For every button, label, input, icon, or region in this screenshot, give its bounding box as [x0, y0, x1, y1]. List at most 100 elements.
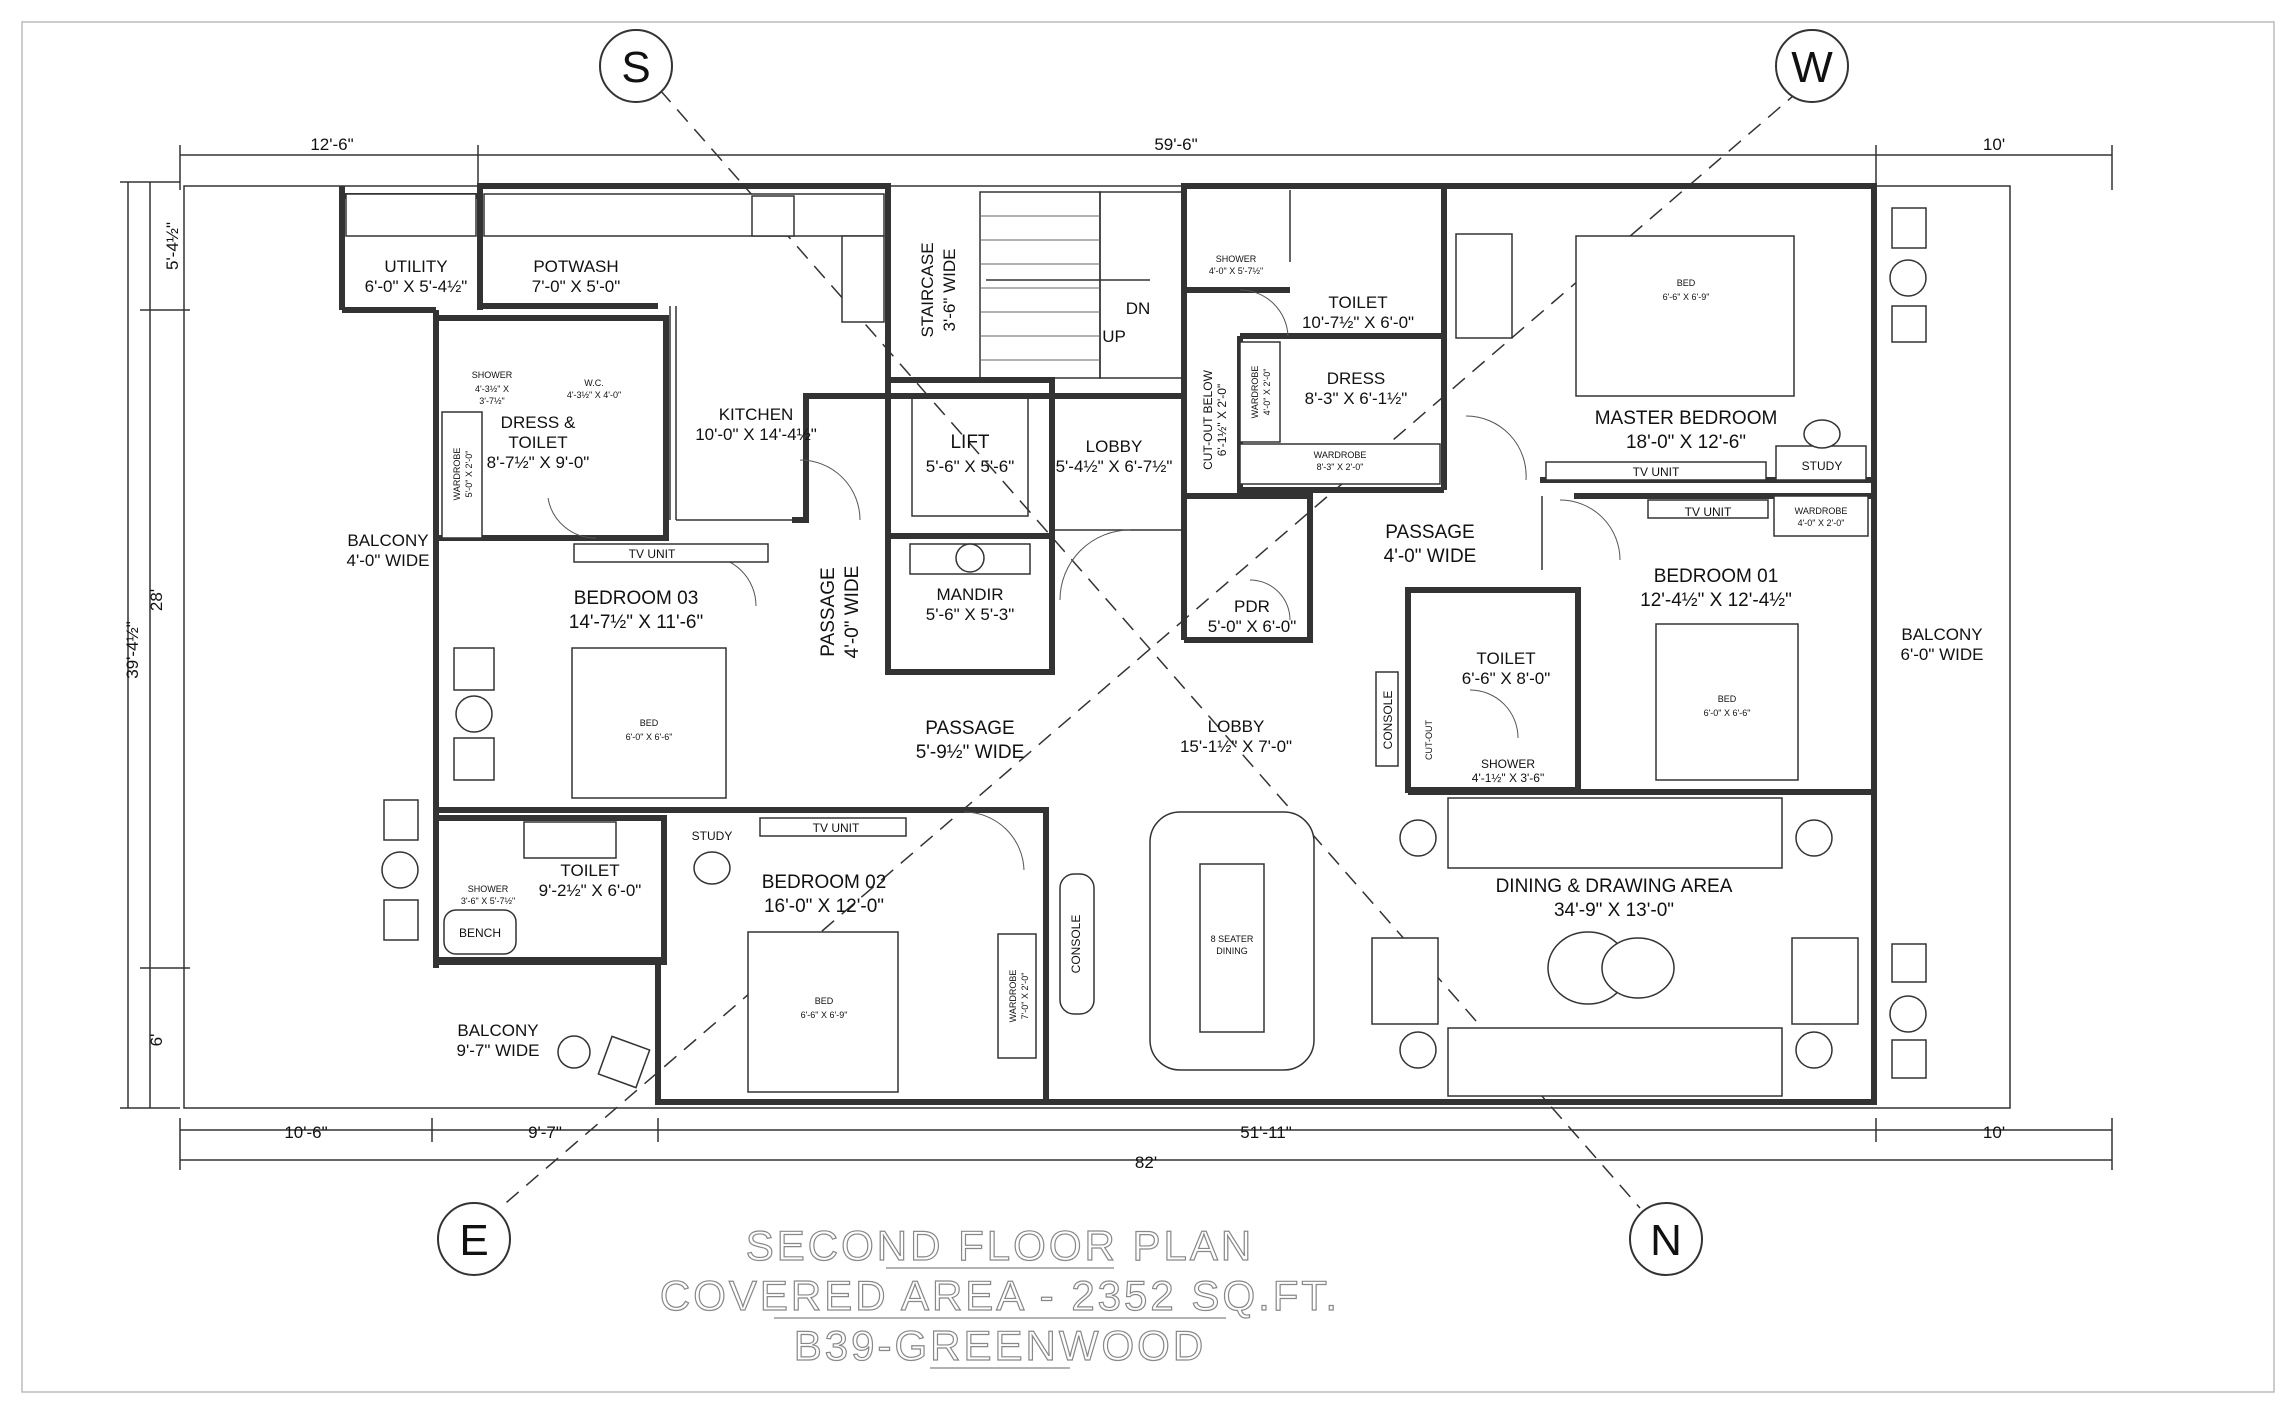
compass-south-label: S	[621, 43, 650, 92]
wardrobe-label-b2: WARDROBE	[1008, 970, 1018, 1023]
staircase-treads	[979, 191, 1185, 379]
pdr-name: PDR	[1234, 597, 1270, 616]
console-label-b2: CONSOLE	[1069, 915, 1083, 974]
sofa-bottom-icon	[1447, 1027, 1783, 1097]
bed01-size: 6'-0" X 6'-6"	[1704, 708, 1751, 718]
wardrobe-size-dt: 5'-0" X 2'-0"	[464, 451, 474, 498]
dim-bottom-c: 51'-11"	[1240, 1123, 1292, 1142]
kitchen-name: KITCHEN	[719, 405, 794, 424]
dim-left-middle: 28'	[147, 589, 166, 611]
dim-top-left: 12'-6"	[310, 135, 353, 154]
passage-right-size: 4'-0" WIDE	[1384, 546, 1477, 567]
compass-east-label: E	[459, 1216, 488, 1265]
staircase-dn: DN	[1126, 299, 1151, 318]
plot-outline	[183, 185, 2011, 1109]
master-bed-label: BED	[1677, 278, 1696, 288]
master-bedroom-size: 18'-0" X 12'-6"	[1626, 432, 1746, 453]
shower-dt-size1: 4'-3½" X	[475, 384, 509, 394]
tv-unit-label-b3: TV UNIT	[629, 547, 676, 561]
bed01-label: BED	[1718, 694, 1737, 704]
bedroom01-name: BEDROOM 01	[1654, 566, 1779, 587]
dress-toilet-size: 8'-7½" X 9'-0"	[487, 453, 590, 472]
balcony-left-name: BALCONY	[347, 531, 428, 550]
wardrobe-size-dress-v: 4'-0" X 2'-0"	[1262, 369, 1272, 416]
toilet-top-size: 10'-7½" X 6'-0"	[1302, 313, 1414, 332]
potwash-size: 7'-0" X 5'-0"	[532, 277, 621, 296]
study-label-master: STUDY	[1802, 459, 1843, 473]
toilet-b2-name: TOILET	[560, 861, 619, 880]
dimension-lines	[120, 145, 2113, 1170]
balcony-bottom-name: BALCONY	[457, 1021, 538, 1040]
compass-line-s-n	[659, 89, 1641, 1209]
potwash-name: POTWASH	[533, 257, 618, 276]
staircase-name: STAIRCASE	[918, 242, 937, 337]
balcony-right-size: 6'-0" WIDE	[1901, 645, 1984, 664]
wc-name: W.C.	[584, 378, 604, 388]
compass-north-label: N	[1650, 1216, 1682, 1265]
passage-vertical-size: 4'-0" WIDE	[842, 566, 863, 659]
console-label-b1: CONSOLE	[1381, 691, 1395, 750]
dress-size: 8'-3" X 6'-1½"	[1305, 389, 1408, 408]
sofa-top-icon	[1447, 797, 1783, 869]
cutout-top-name: CUT-OUT BELOW	[1201, 369, 1215, 469]
mandir-name: MANDIR	[936, 585, 1003, 604]
lobby-center-name: LOBBY	[1208, 717, 1265, 736]
dim-bottom-d: 10'	[1983, 1123, 2005, 1142]
title-line1: SECOND FLOOR PLAN	[746, 1222, 1254, 1269]
bedroom02-name: BEDROOM 02	[762, 872, 887, 893]
passage-right-name: PASSAGE	[1385, 522, 1474, 543]
bedroom03-size: 14'-7½" X 11'-6"	[569, 612, 703, 633]
sheet-border	[21, 21, 2275, 1393]
title-line2: COVERED AREA - 2352 SQ.FT.	[660, 1272, 1340, 1319]
title-line3: B39-GREENWOOD	[794, 1322, 1206, 1369]
kitchen-size: 10'-0" X 14'-4½"	[695, 425, 817, 444]
passage-center-name: PASSAGE	[925, 718, 1014, 739]
staircase-up: UP	[1102, 327, 1126, 346]
furniture-labels: TV UNIT TV UNIT TV UNIT TV UNIT STUDY ST…	[452, 366, 1847, 1023]
staircase-size: 3'-6" WIDE	[940, 249, 959, 332]
dining-table-label2: DINING	[1216, 946, 1248, 956]
tv-unit-label-b2: TV UNIT	[813, 821, 860, 835]
shower-dt-name: SHOWER	[472, 370, 513, 380]
mandir-size: 5'-6" X 5'-3"	[926, 605, 1015, 624]
dress-toilet-name2: TOILET	[508, 433, 567, 452]
balcony-right-name: BALCONY	[1901, 625, 1982, 644]
wardrobe-size-dress-h: 8'-3" X 2'-0"	[1317, 462, 1364, 472]
dim-top-right: 10'	[1983, 135, 2005, 154]
dining-size: 34'-9" X 13'-0"	[1554, 900, 1674, 921]
passage-vertical-name: PASSAGE	[818, 567, 839, 656]
dining-table-label1: 8 SEATER	[1211, 934, 1254, 944]
wardrobe-size-b1: 4'-0" X 2'-0"	[1798, 518, 1845, 528]
wc-size: 4'-3½" X 4'-0"	[567, 390, 621, 400]
master-bed-size: 6'-6" X 6'-9"	[1663, 292, 1710, 302]
dress-name: DRESS	[1327, 369, 1386, 388]
lift-size: 5'-6" X 5'-6"	[926, 457, 1015, 476]
dim-top-middle: 59'-6"	[1154, 135, 1197, 154]
wardrobe-label-dress-h: WARDROBE	[1314, 450, 1367, 460]
study-label-b2: STUDY	[692, 829, 733, 843]
dim-bottom-total: 82'	[1135, 1153, 1157, 1172]
tv-unit-label-b1: TV UNIT	[1685, 505, 1732, 519]
bench-label: BENCH	[459, 926, 501, 940]
bed02-size: 6'-6" X 6'-9"	[801, 1010, 848, 1020]
bed-02-icon	[747, 931, 899, 1093]
bed-03-icon	[571, 647, 727, 799]
balcony-bottom-size: 9'-7" WIDE	[457, 1041, 540, 1060]
bed-01-icon	[1655, 623, 1799, 781]
compass-west: W	[1775, 29, 1849, 103]
dining-name: DINING & DRAWING AREA	[1496, 876, 1733, 897]
toilet-b1-size: 6'-6" X 8'-0"	[1462, 669, 1551, 688]
wardrobe-label-dress-v: WARDROBE	[1250, 366, 1260, 419]
stove-icon	[751, 195, 795, 237]
pdr-size: 5'-0" X 6'-0"	[1208, 617, 1297, 636]
balcony-left-size: 4'-0" WIDE	[347, 551, 430, 570]
lobby-top-name: LOBBY	[1086, 437, 1143, 456]
lobby-top-size: 5'-4½" X 6'-7½"	[1056, 457, 1173, 476]
bed03-label: BED	[640, 718, 659, 728]
master-bedroom-name: MASTER BEDROOM	[1595, 408, 1778, 429]
compass-north: N	[1629, 1202, 1703, 1276]
toilet-b1-name: TOILET	[1476, 649, 1535, 668]
bed02-label: BED	[815, 996, 834, 1006]
dim-bottom-a: 10'-6"	[284, 1123, 327, 1142]
